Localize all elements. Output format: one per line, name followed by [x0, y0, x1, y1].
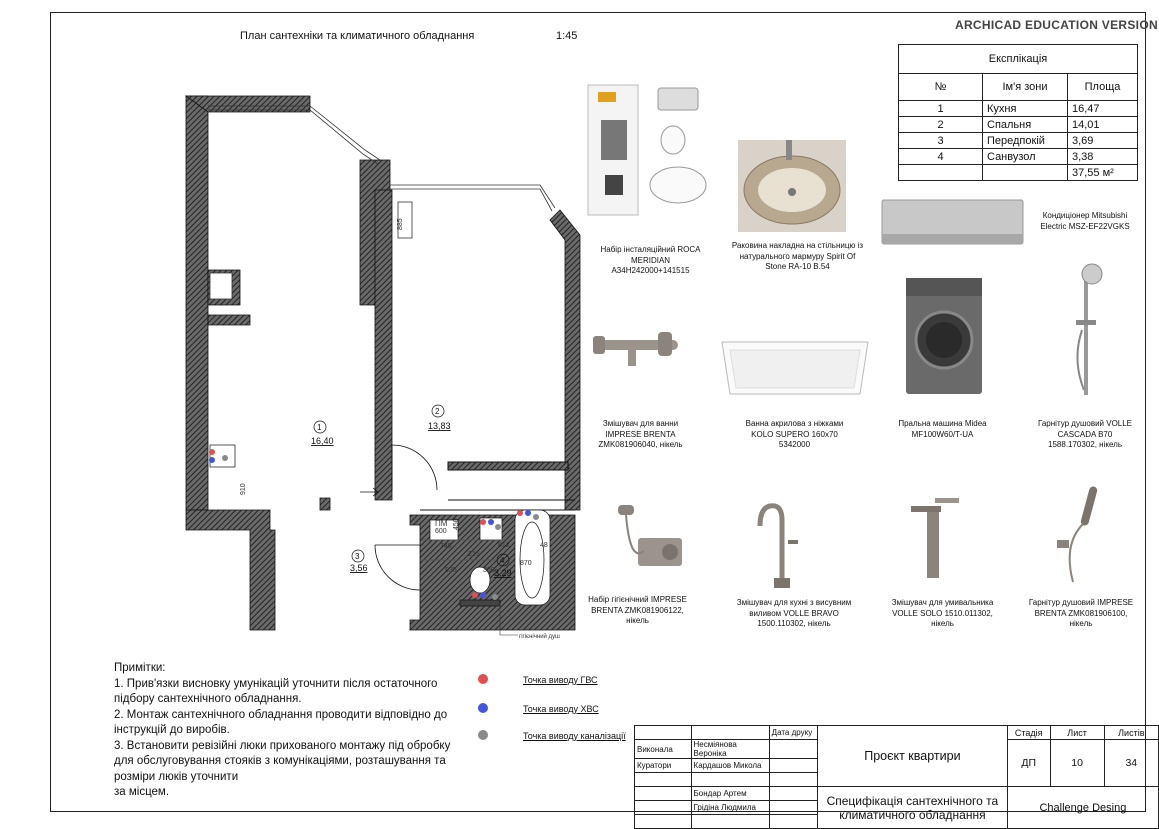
curator-3: Грідіна Людмила: [690, 800, 770, 815]
room-3-area: 3,56: [350, 563, 368, 573]
sewage-dot: [478, 730, 488, 740]
document-title: Специфікація сантехнічного та климатично…: [816, 786, 1008, 829]
plan-title: План сантехніки та климатичного обладнан…: [240, 30, 475, 42]
wall-north-top: [184, 95, 311, 113]
dim-450: 450: [453, 518, 460, 530]
product-bath-mixer-image: [593, 332, 678, 366]
wall-stub-3: [319, 497, 331, 511]
dim-910: 910: [240, 483, 247, 495]
legend-cold-water: Точка виводу ХВС: [523, 704, 599, 714]
product-bath-mixer-caption: Змішувач для ванни IMPRESE BRENTA ZMK081…: [598, 419, 683, 449]
product-basin-mixer-image: [911, 498, 959, 578]
product-bathtub-image: [721, 341, 869, 395]
product-hygienic-set-image: [618, 505, 682, 566]
dim-48: 48: [540, 542, 548, 549]
col-area: Площа: [1067, 73, 1138, 101]
hygienic-label: гігієнічний душ: [519, 633, 560, 640]
note-3: 3. Встановити ревізійні люки прихованого…: [114, 739, 451, 783]
sheets-header: Листів: [1103, 725, 1159, 740]
watermark: ARCHICAD EDUCATION VERSION: [955, 18, 1158, 32]
product-washing-machine-image: [906, 278, 982, 394]
dim-740: 740: [440, 543, 452, 550]
sheet-header: Лист: [1049, 725, 1105, 740]
product-shower-imprese-image: [1057, 486, 1098, 583]
author-name: Несміянова Вероніка: [690, 739, 770, 759]
notes-title: Примітки:: [114, 662, 166, 674]
table-row: 37,55 м²: [898, 164, 1138, 181]
legend-hot-water: Точка виводу ГВС: [523, 675, 598, 685]
explication-title: Експлікація: [898, 44, 1138, 74]
note-1: 1. Прив'язки висновку умунікацій уточнит…: [114, 677, 438, 706]
dim-885: 885: [397, 218, 404, 230]
legend-sewage: Точка виводу каналізації: [523, 731, 626, 741]
product-air-conditioner-caption: Кондиціонер Mitsubishi Electric MSZ-EF22…: [1040, 211, 1130, 231]
plan-scale: 1:45: [556, 30, 578, 42]
floor-plan: 1 16,40 2 13,83 3 3,56 4 3,29 885 910 60…: [184, 95, 581, 640]
product-marble-sink-caption: Раковина накладна на стільницю із натура…: [731, 241, 864, 271]
project-name: Проєкт квартири: [816, 725, 1008, 787]
cold-water-dot: [478, 703, 488, 713]
dim-812: 812: [498, 542, 510, 549]
notes: Примітки: 1. Прив'язки висновку умунікац…: [114, 661, 464, 801]
dim-870: 870: [520, 560, 532, 567]
dim-600: 600: [435, 528, 447, 535]
col-zone: Ім'я зони: [982, 73, 1068, 101]
col-num: №: [898, 73, 983, 101]
date-sign-header: Дата друку: [768, 725, 818, 740]
room-3-num: 3: [355, 552, 360, 561]
room-1-num: 1: [317, 423, 322, 432]
curator-2: Бондар Артем: [690, 786, 770, 801]
note-3b: за місцем.: [114, 786, 170, 798]
dim-215: 215: [468, 551, 480, 558]
product-marble-sink-image: [738, 140, 846, 232]
room-4-area: 3,29: [494, 568, 512, 578]
dim-935: 935: [445, 567, 457, 574]
wall-mid: [374, 189, 393, 501]
product-kitchen-mixer-image: [757, 503, 798, 588]
stage-header: Стадія: [1006, 725, 1051, 740]
role-executed: Виконала: [634, 739, 692, 759]
room-1-area: 16,40: [311, 436, 334, 446]
toilet: [469, 566, 491, 594]
title-block: Дата друку Проєкт квартири Стадія Лист Л…: [634, 725, 1159, 829]
wall-bottom-left: [185, 509, 276, 631]
product-basin-mixer-caption: Змішувач для умивальника VOLLE SOLO 1510…: [891, 598, 994, 628]
product-shower-set-caption: Гарнітур душовий VOLLE CASCADA B70 1588.…: [1037, 419, 1133, 449]
product-shower-imprese-caption: Гарнітур душовий IMPRESE BRENTA ZMK08190…: [1028, 598, 1134, 628]
product-install-set-image: [587, 84, 707, 216]
sheet-value: 10: [1049, 739, 1105, 787]
drawing-frame: [50, 12, 1146, 812]
product-bathtub-caption: Ванна акрилова з ніжками KOLO SUPERO 160…: [745, 419, 844, 449]
room-2-area: 13,83: [428, 421, 451, 431]
product-shower-set-image: [1076, 263, 1103, 395]
product-install-set-caption: Набір інсталяційний ROCA MERIDIAN A34H24…: [600, 245, 701, 275]
wall-west: [185, 95, 209, 511]
dim-300: 300: [483, 567, 495, 574]
wall-stub-2: [207, 314, 251, 326]
pm-label: ПМ: [435, 519, 448, 528]
hot-water-dot: [478, 674, 488, 684]
product-washing-machine-caption: Пральна машина Midea MF100W60/T-UA: [898, 419, 987, 439]
product-hygienic-set-caption: Набір гігієнічний IMPRESE BRENTA ZMK0819…: [588, 595, 687, 625]
room-2-num: 2: [435, 407, 440, 416]
total-area: 37,55 м²: [1067, 164, 1138, 181]
room-4-num: 4: [500, 556, 505, 565]
organization: Challenge Desing: [1006, 786, 1159, 829]
curator-1: Кардашов Микола: [690, 758, 770, 773]
sheets-value: 34: [1103, 739, 1159, 787]
note-2: 2. Монтаж сантехнічного обладнання прово…: [114, 708, 448, 737]
product-kitchen-mixer-caption: Змішувач для кухні з висувним виливом VO…: [736, 598, 852, 628]
product-air-conditioner-image: [881, 199, 1024, 245]
role-curators: Куратори: [634, 758, 692, 773]
stage-value: ДП: [1006, 739, 1051, 787]
